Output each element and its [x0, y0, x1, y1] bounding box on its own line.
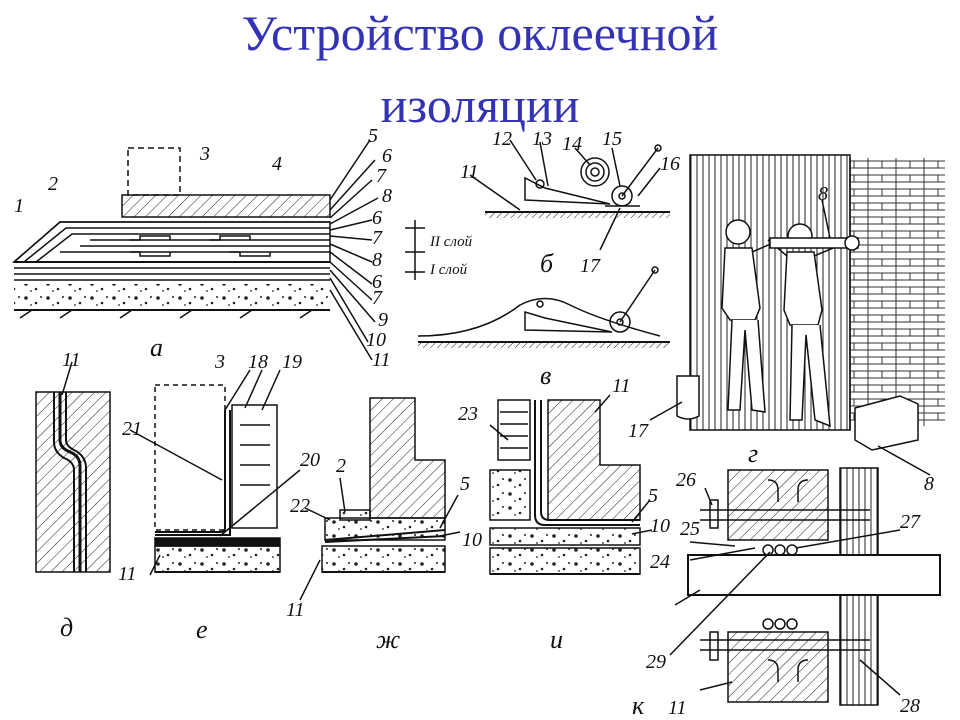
label-26: 26: [676, 469, 696, 491]
label-11b: 11: [460, 161, 479, 183]
panel-v-bubble: [417, 266, 670, 348]
panel-label-i: и: [550, 625, 563, 654]
label-9: 9: [378, 309, 388, 331]
load-block-dashed: [127, 147, 181, 196]
label-13: 13: [532, 128, 552, 150]
panel-label-a: а: [150, 333, 163, 362]
layer-2-label: II слой: [429, 234, 473, 250]
label-11zh: 11: [286, 599, 305, 621]
label-10i: 10: [650, 515, 670, 537]
label-8h: 8: [924, 473, 934, 495]
label-16: 16: [660, 153, 680, 175]
label-2zh: 2: [336, 455, 346, 477]
protective-screed: [121, 194, 331, 218]
label-11k: 11: [668, 697, 687, 719]
label-21: 21: [122, 418, 142, 440]
label-11a: 11: [372, 349, 391, 371]
label-10a: 10: [366, 329, 386, 351]
panel-label-b: б: [540, 249, 554, 278]
page-title-line-1: Устройство оклеечной: [241, 5, 719, 61]
label-23: 23: [458, 403, 478, 425]
panel-label-k: к: [632, 691, 645, 720]
panel-a-floor-section: [11, 139, 425, 361]
label-12: 12: [492, 128, 512, 150]
label-29: 29: [646, 651, 666, 673]
label-6b: 6: [372, 207, 382, 229]
label-19: 19: [282, 351, 302, 373]
label-6c: 6: [372, 271, 382, 293]
label-3: 3: [199, 143, 210, 165]
label-1: 1: [14, 195, 24, 217]
label-15: 15: [602, 128, 622, 150]
label-5zh: 5: [460, 473, 470, 495]
label-4: 4: [272, 153, 282, 175]
panel-g-workers: [649, 154, 945, 476]
label-22: 22: [290, 495, 310, 517]
label-7c: 7: [372, 287, 383, 309]
label-11e: 11: [118, 563, 137, 585]
label-7a: 7: [376, 165, 387, 187]
panel-zh-footing: [299, 397, 461, 601]
worker-left: [721, 219, 781, 413]
layer-1-label: I слой: [429, 262, 468, 278]
label-11d: 11: [62, 349, 81, 371]
label-14: 14: [562, 133, 582, 155]
page-title-line-2: изоляции: [380, 77, 580, 133]
label-3e: 3: [214, 351, 225, 373]
panel-e-wall-base: [129, 369, 301, 576]
panel-label-g: г: [748, 439, 758, 468]
label-17b: 17: [580, 255, 601, 277]
label-17g: 17: [628, 420, 649, 442]
packing-rings-bottom: [762, 618, 798, 630]
panel-b-roll-laying: [469, 139, 670, 251]
label-8a: 8: [382, 185, 392, 207]
label-8b: 8: [372, 249, 382, 271]
label-11i: 11: [612, 375, 631, 397]
label-20: 20: [300, 449, 320, 471]
label-6a: 6: [382, 145, 392, 167]
label-8g: 8: [818, 183, 828, 205]
label-28: 28: [900, 695, 920, 717]
panel-label-v: в: [540, 361, 551, 390]
label-5i: 5: [648, 485, 658, 507]
label-25: 25: [680, 518, 700, 540]
panel-i-protected-wall: [489, 394, 653, 575]
panel-label-zh: ж: [376, 625, 400, 654]
panel-label-d: д: [60, 613, 73, 642]
label-10zh: 10: [462, 529, 482, 551]
panel-label-e: е: [196, 615, 208, 644]
label-7b: 7: [372, 227, 383, 249]
panel-d-joint: [35, 361, 111, 573]
label-5a: 5: [368, 125, 378, 147]
label-18: 18: [248, 351, 268, 373]
label-27: 27: [900, 511, 921, 533]
panel-k-pipe-passage: [669, 467, 941, 706]
label-24: 24: [650, 551, 670, 573]
label-2: 2: [48, 173, 58, 195]
